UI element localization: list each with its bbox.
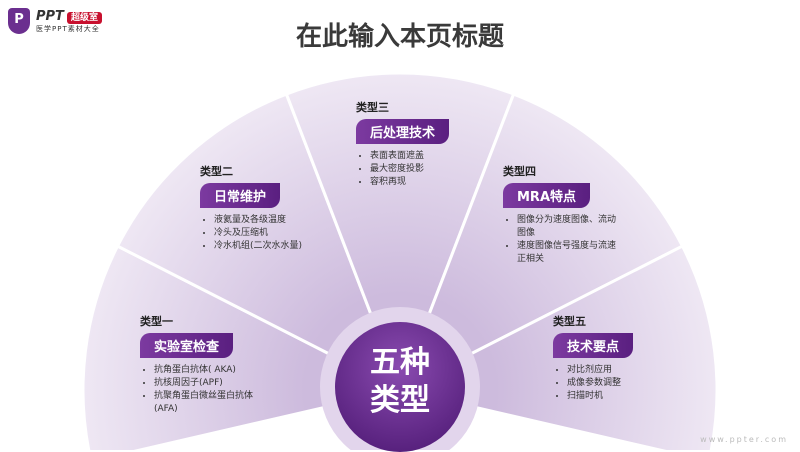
bullet-item: 抗角蛋白抗体( AKA) [154, 364, 260, 377]
bullet-item: 速度图像信号强度与流速正相关 [517, 240, 623, 266]
bullet-item: 扫描时机 [567, 390, 663, 403]
type-name-pill: 后处理技术 [356, 119, 450, 144]
type-label: 类型三 [356, 101, 389, 114]
type-block-4: 类型四 MRA特点图像分为速度图像、流动图像速度图像信号强度与流速正相关 [503, 163, 623, 266]
type-label: 类型二 [200, 165, 233, 178]
type-block-2: 类型二日常维护液氦量及各级温度冷头及压缩机冷水机组(二次水水量) [200, 163, 320, 253]
type-name-pill: MRA特点 [503, 183, 591, 208]
type-block-3: 类型三后处理技术表面表面遮盖最大密度投影容积再现 [356, 99, 466, 189]
bullet-item: 最大密度投影 [370, 163, 466, 176]
type-name-pill: 技术要点 [553, 333, 634, 358]
fan-sector-2 [115, 92, 403, 394]
page-title: 在此输入本页标题 [295, 22, 504, 52]
bullet-item: 抗聚角蛋白微丝蛋白抗体(AFA) [154, 390, 260, 416]
bullet-item: 图像分为速度图像、流动图像 [517, 214, 623, 240]
fan-sector-3 [284, 71, 516, 395]
type-label: 类型五 [553, 315, 586, 328]
fan-sector-1 [81, 244, 405, 450]
logo-subtitle: 医学PPT素材大全 [36, 24, 100, 33]
type-label: 类型四 [503, 165, 536, 178]
bullet-item: 成像参数调整 [567, 377, 663, 390]
bullet-item: 抗核周因子(APF) [154, 377, 260, 390]
bullet-item: 表面表面遮盖 [370, 150, 466, 163]
type-name-pill: 日常维护 [200, 183, 281, 208]
fan-sector-4 [397, 92, 685, 394]
bullet-item: 容积再现 [370, 176, 466, 189]
bullet-item: 液氦量及各级温度 [214, 214, 320, 227]
watermark: www.ppter.com [700, 435, 788, 444]
type-name-pill: 实验室检查 [140, 333, 234, 358]
logo-badge: 超级室 [66, 11, 102, 24]
shield-icon: P [8, 8, 30, 34]
logo-brand: PPT [36, 8, 64, 24]
center-line1: 五种 [370, 345, 430, 380]
center-circle: 五种 类型 [335, 322, 465, 452]
bullet-item: 冷水机组(二次水水量) [214, 240, 320, 253]
type-label: 类型一 [140, 315, 173, 328]
center-line2: 类型 [370, 383, 430, 418]
type-block-5: 类型五技术要点对比剂应用成像参数调整扫描时机 [553, 313, 663, 403]
type-block-1: 类型一实验室检查抗角蛋白抗体( AKA)抗核周因子(APF)抗聚角蛋白微丝蛋白抗… [140, 313, 260, 416]
bullet-item: 对比剂应用 [567, 364, 663, 377]
bullet-item: 冷头及压缩机 [214, 227, 320, 240]
